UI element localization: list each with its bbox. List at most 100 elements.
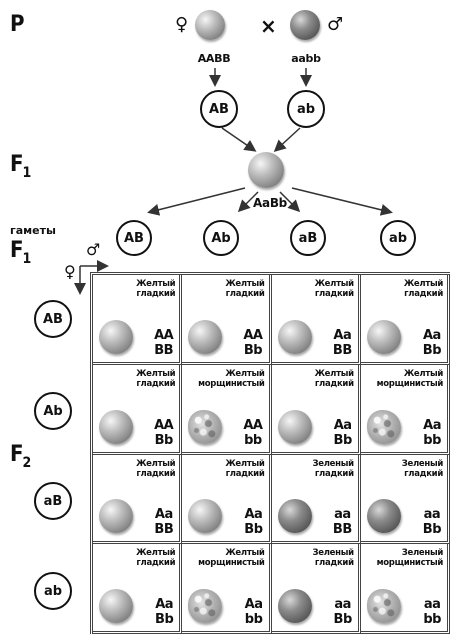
phenotype-line: Зеленый bbox=[312, 548, 355, 559]
genotype-line: AA bbox=[243, 417, 263, 433]
f1-pea-icon bbox=[248, 152, 284, 188]
phenotype-line: Желтый bbox=[314, 279, 354, 289]
genotype-line: Bb bbox=[333, 432, 353, 448]
genotype-line: Bb bbox=[243, 342, 263, 358]
generation-f1-gametes-label: F1 bbox=[10, 238, 31, 267]
genotype-line: Bb bbox=[333, 612, 353, 627]
phenotype-line: Желтый bbox=[225, 368, 265, 379]
row-gamete-2: Ab bbox=[34, 392, 72, 430]
genotype-line: AA bbox=[154, 417, 174, 433]
phenotype-line: Желтый bbox=[403, 279, 443, 289]
genotype-line: Bb bbox=[154, 432, 174, 448]
yellow-smooth-pea-icon bbox=[99, 499, 133, 534]
phenotype-line: Желтый bbox=[225, 548, 265, 559]
genotype-line: bb bbox=[244, 612, 263, 627]
phenotype-line: Желтый bbox=[314, 368, 354, 379]
genotype-line: Bb bbox=[155, 612, 174, 627]
row-gamete-3: aB bbox=[34, 482, 72, 520]
phenotype-line: гладкий bbox=[404, 289, 443, 299]
parent-gamete-ab-lower: ab bbox=[287, 90, 325, 128]
phenotype-line: Желтый bbox=[136, 368, 176, 379]
yellow-wrinkled-pea-icon bbox=[188, 409, 223, 444]
f1-gamete-1: AB bbox=[116, 220, 152, 256]
phenotype-line: морщинистый bbox=[198, 558, 265, 569]
grid-male-symbol: ♂ bbox=[86, 240, 101, 259]
generation-f2-label: F2 bbox=[10, 442, 31, 471]
genotype-line: Aa bbox=[155, 597, 174, 612]
genotype-line: BB bbox=[154, 522, 174, 538]
phenotype-line: гладкий bbox=[404, 468, 443, 479]
yellow-smooth-pea-icon bbox=[188, 499, 223, 534]
genotype-line: Bb bbox=[422, 522, 442, 538]
phenotype-line: гладкий bbox=[314, 378, 354, 389]
genotype-line: AA bbox=[154, 327, 174, 343]
phenotype-line: Зеленый bbox=[312, 458, 355, 469]
phenotype-line: Желтый bbox=[403, 368, 443, 379]
phenotype-line: гладкий bbox=[314, 289, 354, 299]
genotype-line: bb bbox=[423, 612, 441, 627]
phenotype-line: гладкий bbox=[225, 468, 265, 479]
yellow-smooth-pea-icon bbox=[366, 319, 401, 354]
genotype-line: aa bbox=[423, 507, 441, 523]
phenotype-line: гладкий bbox=[136, 558, 176, 569]
phenotype-line: Желтый bbox=[225, 458, 265, 469]
generation-f1-label: F1 bbox=[10, 152, 31, 181]
green-smooth-pea-icon bbox=[366, 499, 401, 534]
phenotype-line: Зеленый bbox=[401, 458, 444, 469]
cross-symbol: × bbox=[260, 14, 277, 38]
male-parent-pea-icon bbox=[290, 10, 320, 40]
genotype-line: Aa bbox=[423, 417, 441, 433]
genotype-line: BB bbox=[154, 342, 174, 358]
generation-p-label: P bbox=[10, 12, 24, 37]
phenotype-line: гладкий bbox=[314, 558, 354, 569]
genotype-line: Aa bbox=[244, 597, 263, 612]
yellow-smooth-pea-icon bbox=[99, 319, 133, 354]
genotype-line: aa bbox=[423, 597, 441, 612]
genotype-line: Aa bbox=[422, 327, 441, 343]
phenotype-line: Желтый bbox=[225, 279, 265, 289]
genotype-line: Aa bbox=[333, 417, 352, 433]
phenotype-line: морщинистый bbox=[198, 378, 265, 389]
male-parent-genotype: aabb bbox=[291, 52, 321, 65]
phenotype-line: Желтый bbox=[136, 458, 176, 469]
female-parent-pea-icon bbox=[195, 10, 225, 40]
yellow-wrinkled-pea-icon bbox=[366, 409, 401, 444]
f1-gamete-3: aB bbox=[290, 220, 326, 256]
genotype-line: Aa bbox=[244, 507, 263, 523]
gametes-label: гаметы bbox=[10, 224, 56, 237]
yellow-smooth-pea-icon bbox=[99, 409, 133, 444]
genotype-line: AA bbox=[243, 327, 263, 343]
female-parent-genotype: AABB bbox=[197, 52, 231, 65]
